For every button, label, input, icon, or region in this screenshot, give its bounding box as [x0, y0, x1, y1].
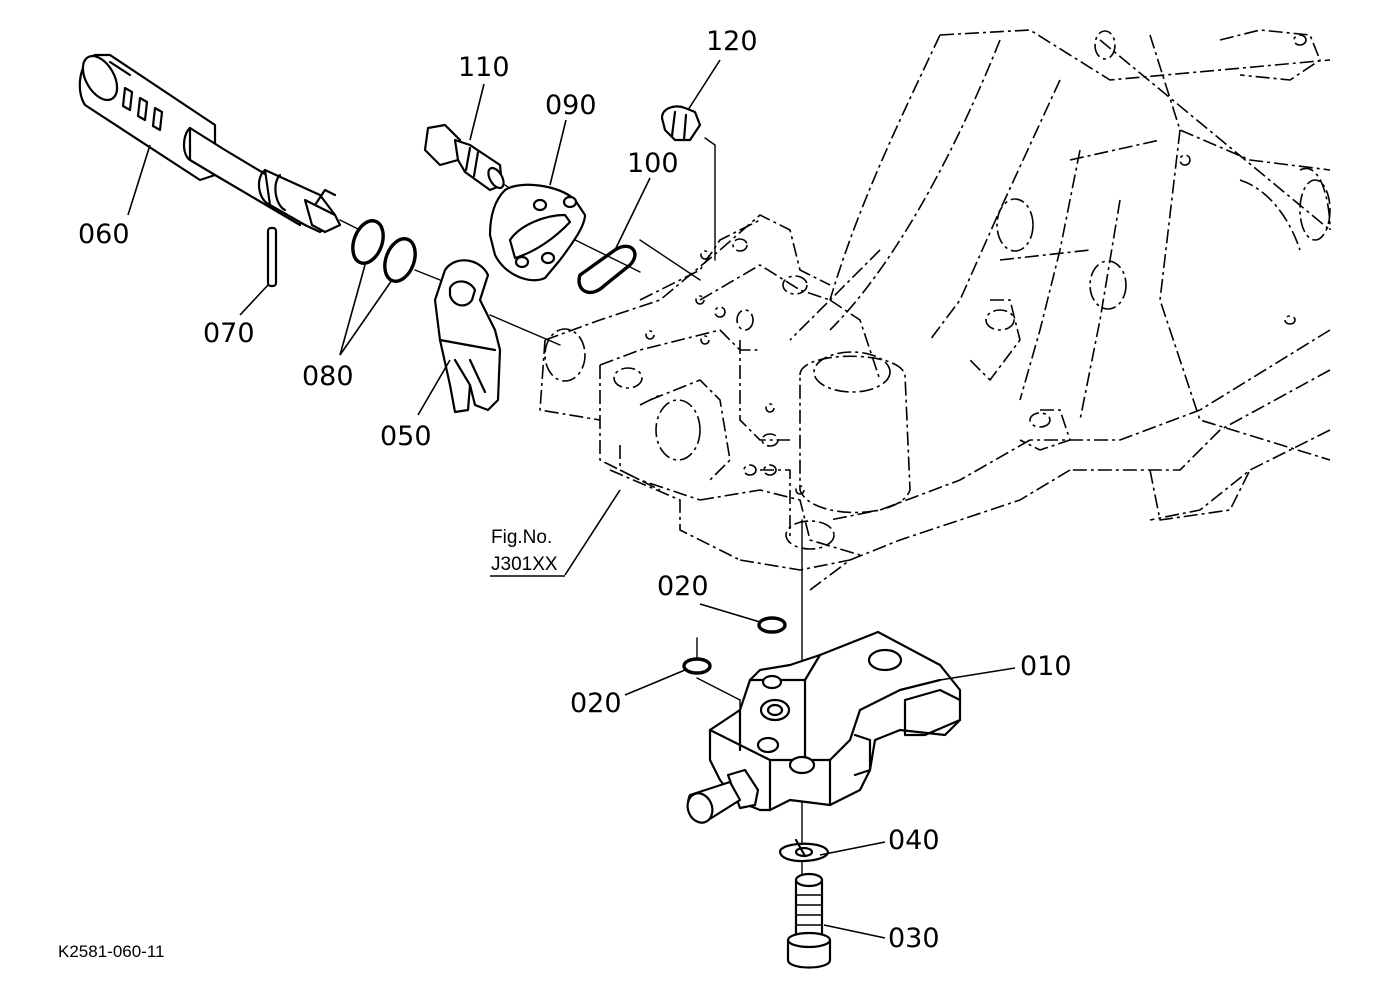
part-080-o-rings: [351, 219, 417, 283]
part-060-shaft: [78, 53, 342, 234]
figure-reference-number: J301XX: [491, 554, 558, 575]
figure-reference-label: Fig.No.: [491, 527, 552, 548]
part-090-cover-plate: [488, 183, 587, 282]
callout-090: 090: [545, 90, 597, 121]
callout-100: 100: [627, 148, 679, 179]
part-120-plug: [660, 105, 702, 142]
part-070-pin: [266, 226, 278, 288]
callout-120: 120: [706, 26, 758, 57]
leader-lines: [127, 59, 1016, 939]
part-010-valve-assembly: [686, 630, 962, 824]
callout-110: 110: [458, 52, 510, 83]
callout-060: 060: [78, 219, 130, 250]
part-100-gasket: [577, 244, 637, 295]
callout-010: 010: [1020, 651, 1072, 682]
callout-020-lower: 020: [570, 688, 622, 719]
part-110-bolt: [423, 123, 505, 192]
housing-outline: [539, 29, 1331, 591]
callout-020-upper: 020: [657, 571, 709, 602]
drawing-number: K2581-060-11: [58, 942, 165, 961]
part-050-lever: [433, 259, 502, 414]
callout-labels: 060 070 080 050 110 090 100 120 020 020 …: [58, 26, 1072, 961]
callout-050: 050: [380, 421, 432, 452]
part-040-washer: [778, 838, 830, 863]
part-020-o-rings: [682, 616, 787, 675]
callout-030: 030: [888, 923, 940, 954]
callout-040: 040: [888, 825, 940, 856]
callout-070: 070: [203, 318, 255, 349]
callout-080: 080: [302, 361, 354, 392]
part-030-bolt: [786, 872, 832, 969]
